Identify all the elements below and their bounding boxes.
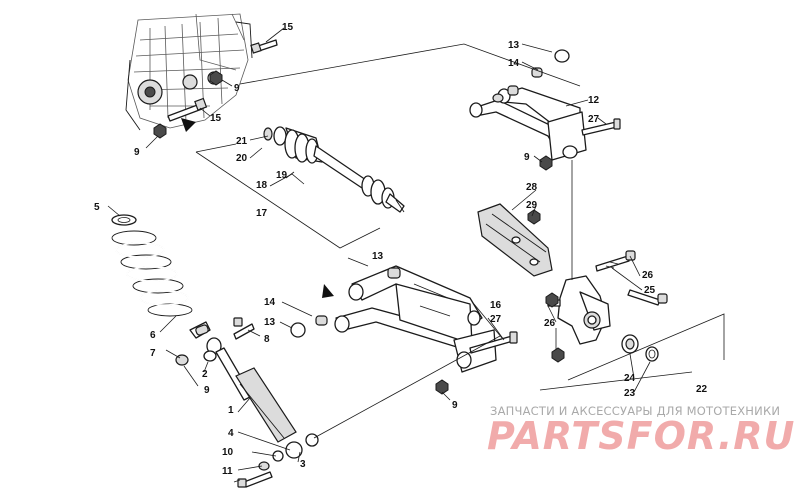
callout-14: 14 — [508, 58, 520, 69]
callout-21: 21 — [236, 136, 248, 147]
knuckle-nuts — [545, 292, 565, 363]
spring-seat — [111, 214, 137, 226]
callout-9: 9 — [524, 152, 530, 163]
leader-lines — [107, 27, 725, 483]
frame-nut-left — [153, 123, 167, 139]
frame-bolt-lower — [167, 97, 208, 122]
callout-7: 7 — [150, 348, 156, 359]
callout-3: 3 — [300, 459, 306, 470]
callout-15: 15 — [282, 22, 294, 33]
callout-25: 25 — [644, 285, 656, 296]
hub-bearing — [621, 334, 639, 354]
upper-arm-nut — [539, 155, 553, 171]
drive-axle — [263, 126, 405, 213]
callout-16: 16 — [490, 300, 502, 311]
shock-absorber — [206, 337, 303, 459]
frame-nut-right — [209, 70, 223, 86]
callout-22: 22 — [696, 384, 708, 395]
shock-hardware — [175, 317, 319, 488]
lower-a-arm — [334, 265, 497, 373]
callout-28: 28 — [526, 182, 538, 193]
callout-labels: 15 9 15 9 21 20 18 19 17 13 14 12 27 9 2… — [94, 22, 708, 477]
callout-10: 10 — [222, 447, 234, 458]
lower-arm-bolt — [469, 331, 518, 354]
coil-spring — [111, 230, 193, 317]
callout-27: 27 — [490, 314, 502, 325]
callout-19: 19 — [276, 170, 288, 181]
callout-20: 20 — [236, 153, 248, 164]
callout-6: 6 — [150, 330, 156, 341]
callout-11: 11 — [222, 466, 233, 477]
watermark-brand: PARTSFOR.RU — [487, 414, 796, 458]
callout-17: 17 — [256, 208, 268, 219]
heat-shield-nut — [527, 209, 541, 225]
steering-knuckle — [547, 275, 611, 345]
upper-arm-bushings — [492, 49, 570, 103]
callout-1: 1 — [228, 405, 234, 416]
callout-13: 13 — [372, 251, 384, 262]
callout-27: 27 — [588, 114, 600, 125]
upper-a-arm — [469, 87, 587, 161]
frame-bolt-upper — [250, 39, 278, 54]
callout-26: 26 — [544, 318, 556, 329]
knuckle-bolts — [595, 250, 668, 306]
callout-26: 26 — [642, 270, 654, 281]
callout-14: 14 — [264, 297, 276, 308]
arrow-marker-frame — [181, 118, 196, 132]
callout-12: 12 — [588, 95, 600, 106]
lower-arm-nut — [435, 379, 449, 395]
callout-23: 23 — [624, 388, 636, 399]
callout-9: 9 — [234, 83, 240, 94]
callout-8: 8 — [264, 334, 270, 345]
upper-arm-bolt — [581, 118, 621, 136]
snap-ring — [645, 346, 659, 362]
callout-29: 29 — [526, 200, 538, 211]
lower-arm-bushings — [290, 267, 401, 338]
callout-24: 24 — [624, 373, 636, 384]
callout-2: 2 — [202, 369, 208, 380]
callout-18: 18 — [256, 180, 268, 191]
callout-13: 13 — [264, 317, 276, 328]
callout-15: 15 — [210, 113, 222, 124]
arrow-marker-arm — [322, 284, 334, 298]
callout-4: 4 — [228, 428, 234, 439]
callout-13: 13 — [508, 40, 520, 51]
callout-5: 5 — [94, 202, 100, 213]
callout-9: 9 — [134, 147, 140, 158]
callout-9: 9 — [452, 400, 458, 411]
watermark-subtitle: ЗАПЧАСТИ И АКСЕССУАРЫ ДЛЯ МОТОТЕХНИКИ — [490, 404, 781, 418]
callout-9: 9 — [204, 385, 210, 396]
heat-shield — [477, 203, 553, 277]
